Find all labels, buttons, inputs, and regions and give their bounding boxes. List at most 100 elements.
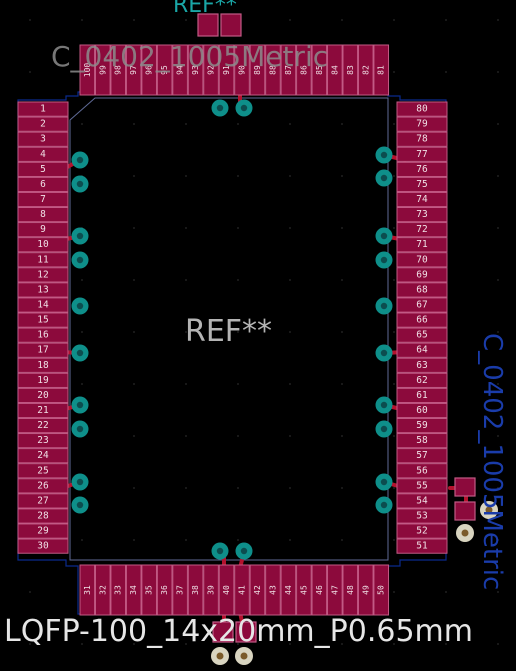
pad-number: 85: [315, 65, 324, 75]
pad-number: 65: [416, 330, 427, 341]
pad-number: 82: [361, 65, 370, 75]
pad-top-95: 95: [156, 44, 173, 96]
pad-left-30: 30: [17, 538, 69, 554]
pad-number: 93: [191, 65, 200, 75]
pad-left-22: 22: [17, 417, 69, 434]
pad-number: 78: [416, 134, 428, 145]
pad-number: 9: [40, 224, 46, 235]
pad-number: 75: [416, 179, 427, 190]
reference-designator: REF**: [185, 314, 272, 349]
pad-number: 100: [83, 63, 92, 78]
pad-number: 60: [416, 405, 428, 416]
pad-number: 17: [37, 345, 48, 356]
pad-number: 16: [37, 330, 49, 341]
pad-number: 13: [37, 284, 48, 295]
pad-number: 30: [37, 541, 49, 552]
pad-number: 51: [416, 541, 428, 552]
pad-number: 63: [416, 360, 427, 371]
pad-number: 57: [416, 450, 427, 461]
pad-bottom-44: 44: [280, 564, 297, 616]
pad-left-17: 17: [17, 342, 69, 358]
pad-number: 54: [416, 495, 428, 506]
pad-number: 64: [416, 345, 428, 356]
pad-right-78: 78: [396, 131, 448, 147]
pad-number: 19: [37, 375, 49, 386]
pad-number: 84: [330, 65, 339, 75]
pad-right-62: 62: [396, 372, 448, 388]
pad-number: 86: [299, 65, 308, 75]
pad-right-74: 74: [396, 191, 448, 208]
pad-top-89: 89: [249, 44, 266, 96]
pad-number: 97: [129, 65, 138, 75]
pad-number: 89: [253, 65, 262, 75]
pad-number: 79: [416, 119, 428, 130]
pad-top-99: 99: [94, 44, 111, 96]
pad-right-56: 56: [396, 463, 448, 479]
pad-number: 96: [145, 65, 154, 75]
pad-right-63: 63: [396, 357, 448, 373]
pad-number: 23: [37, 435, 48, 446]
cap-pad-top-2: [220, 13, 242, 37]
pad-number: 41: [238, 585, 247, 595]
pad-number: 21: [37, 405, 49, 416]
pad-number: 83: [346, 65, 355, 75]
pad-left-28: 28: [17, 508, 69, 524]
pad-left-26: 26: [17, 478, 69, 494]
pad-left-2: 2: [17, 116, 69, 132]
value-text-top: C_0402_1005Metric: [51, 40, 328, 73]
pad-left-5: 5: [17, 161, 69, 177]
pad-right-75: 75: [396, 176, 448, 193]
pad-number: 7: [40, 194, 46, 205]
pad-right-52: 52: [396, 523, 448, 539]
pad-bottom-32: 32: [94, 564, 111, 616]
pad-bottom-49: 49: [357, 564, 374, 616]
pad-number: 52: [416, 526, 427, 537]
pad-bottom-36: 36: [156, 564, 173, 616]
pad-bottom-45: 45: [296, 564, 312, 616]
pad-left-7: 7: [17, 191, 69, 208]
pad-number: 55: [416, 480, 427, 491]
pad-number: 94: [176, 65, 185, 75]
pad-number: 3: [40, 134, 46, 145]
pad-number: 29: [37, 526, 49, 537]
pad-number: 6: [40, 179, 46, 190]
pad-number: 11: [37, 254, 49, 265]
pad-top-98: 98: [110, 44, 127, 96]
cap-pad-top-1: [197, 13, 219, 37]
pad-left-9: 9: [17, 222, 69, 238]
pad-number: 88: [268, 65, 277, 75]
pad-number: 12: [37, 269, 48, 280]
pad-number: 20: [37, 390, 49, 401]
pad-right-72: 72: [396, 222, 448, 238]
cap-pad-right-2: [454, 501, 476, 521]
pad-number: 90: [238, 65, 247, 75]
pad-bottom-31: 31: [79, 564, 96, 616]
pad-number: 24: [37, 450, 49, 461]
pad-number: 72: [416, 224, 427, 235]
vias-layer: [71, 99, 498, 665]
pad-left-29: 29: [17, 523, 69, 539]
pad-number: 31: [83, 585, 92, 595]
pad-number: 25: [37, 465, 48, 476]
pad-left-18: 18: [17, 357, 69, 373]
pad-number: 42: [253, 585, 262, 595]
pad-number: 76: [416, 164, 428, 175]
pad-right-51: 51: [396, 538, 448, 554]
pad-right-54: 54: [396, 493, 448, 509]
pad-bottom-46: 46: [311, 564, 328, 616]
pad-right-64: 64: [396, 342, 448, 358]
pad-bottom-34: 34: [125, 564, 142, 616]
pad-number: 62: [416, 375, 427, 386]
pad-number: 46: [315, 585, 324, 595]
pad-number: 44: [284, 585, 293, 595]
pad-number: 58: [416, 435, 428, 446]
cap-pad-right-1: [454, 477, 476, 497]
pad-top-87: 87: [280, 44, 297, 96]
pad-left-6: 6: [17, 176, 69, 193]
pad-number: 67: [416, 300, 427, 311]
pad-number: 38: [191, 585, 200, 595]
pad-left-13: 13: [17, 282, 69, 298]
pad-right-58: 58: [396, 433, 448, 449]
